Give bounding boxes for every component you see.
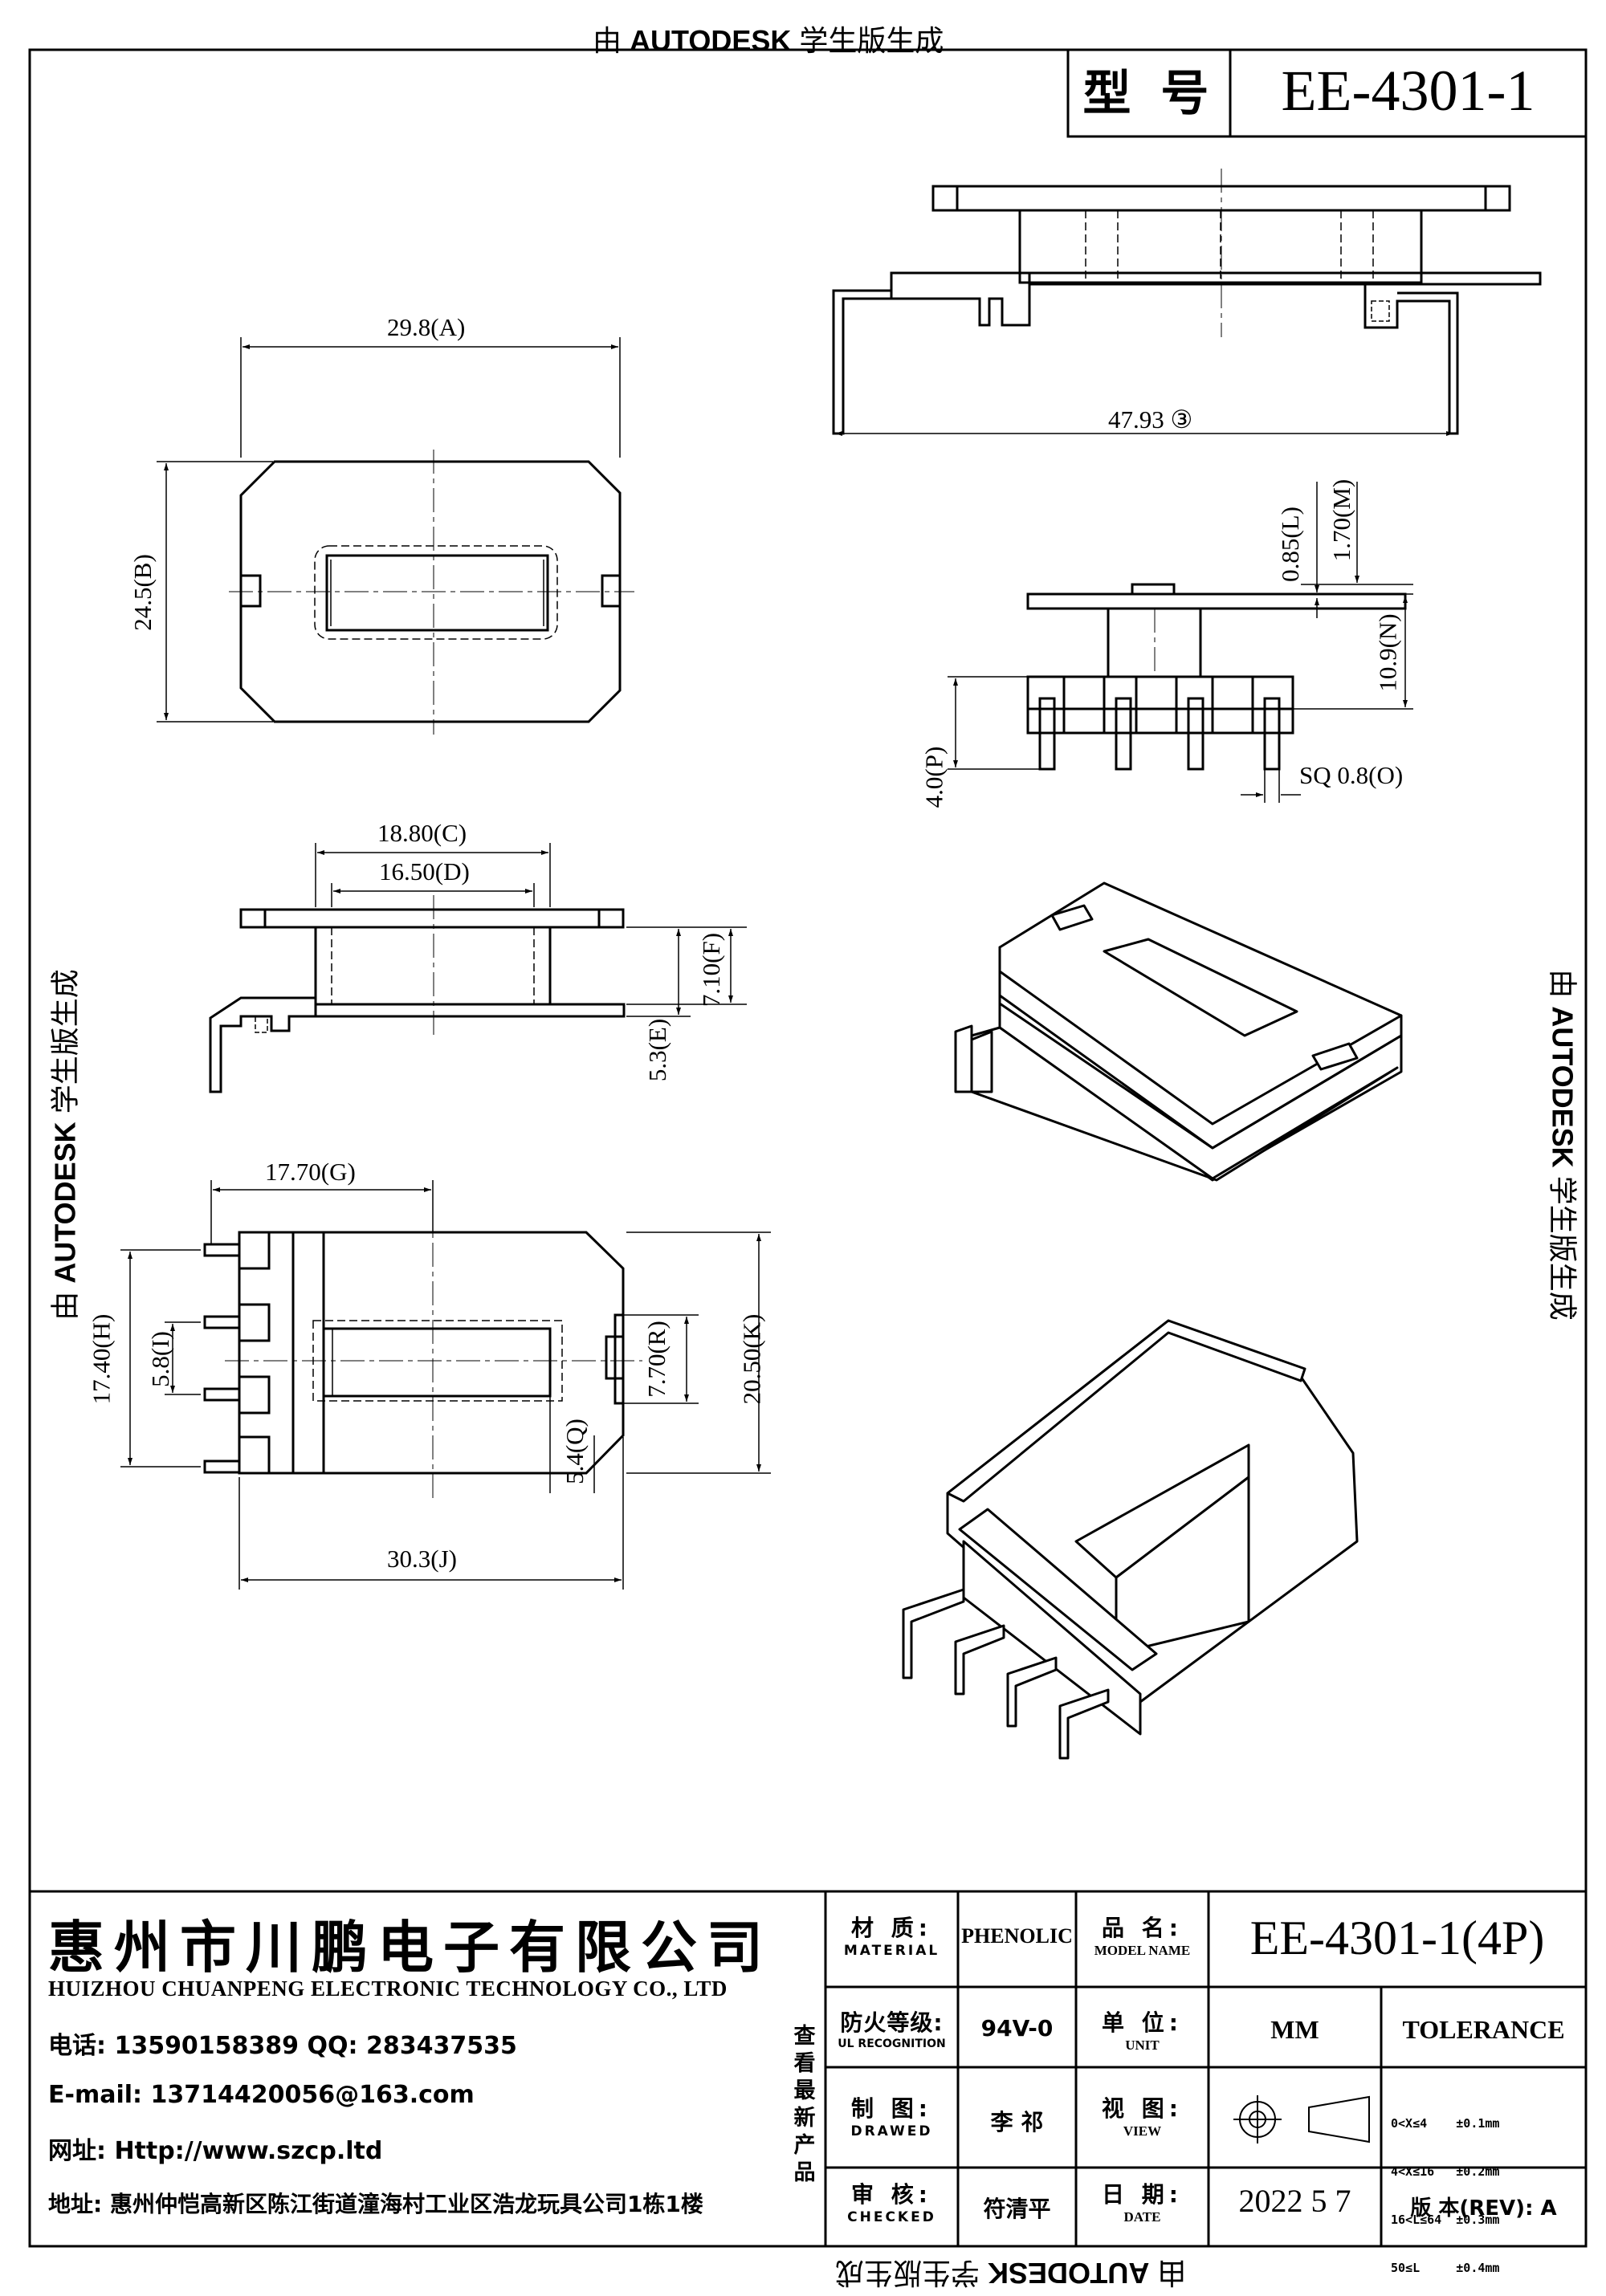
- model-name-cell: 品 名: MODEL NAME: [1094, 1915, 1191, 1958]
- model-name-value: EE-4301-1(4P): [1249, 1911, 1545, 1964]
- company-website: 网址: Http://www.szcp.ltd: [48, 2137, 383, 2165]
- drawing-frame: [28, 48, 1588, 2248]
- tolerance-table: 0<X≤4 ±0.1mm 4<X≤16 ±0.2mm 16<L≤64 ±0.3m…: [1391, 2116, 1500, 2275]
- dim-e-label: 5.3(E): [643, 1018, 672, 1082]
- dim-e-f: [626, 926, 747, 1017]
- dim-l-label: 0.85(L): [1275, 507, 1304, 582]
- bottom-view: [203, 1204, 642, 1501]
- material-cell: 材 质: MATERIAL: [843, 1915, 940, 1959]
- dim-m-label: 1.70(M): [1327, 478, 1356, 562]
- dim-p-label: 4.0(P): [919, 746, 948, 808]
- dim-r-label: 7.70(R): [642, 1321, 671, 1398]
- dim-f-label: 7.10(F): [697, 932, 726, 1008]
- top-view: [229, 450, 634, 735]
- checked-value: 符清平: [983, 2196, 1051, 2222]
- dim-g-j-h-i-k: [120, 1180, 771, 1590]
- date-cell: 日 期: DATE: [1102, 2181, 1183, 2225]
- model-value: EE-4301-1: [1281, 59, 1535, 123]
- dim-i-label: 5.8(I): [145, 1331, 174, 1387]
- view-cell: 视 图: VIEW: [1102, 2095, 1183, 2139]
- side-view: [209, 895, 626, 1093]
- material-value: PHENOLIC: [961, 1924, 1073, 1948]
- model-header-box: [1066, 48, 1588, 138]
- fire-rating-value: 94V-0: [980, 2015, 1054, 2042]
- projection-symbol: [1233, 2095, 1370, 2143]
- dim-c-d: [315, 843, 551, 907]
- dim-j-label: 30.3(J): [387, 1545, 457, 1573]
- drawn-value: 李 祁: [990, 2109, 1044, 2135]
- iso-view-1: [954, 881, 1403, 1182]
- iso-view-2: [902, 1319, 1359, 1760]
- company-address: 地址: 惠州仲恺高新区陈江街道潼海村工业区浩龙玩具公司1栋1楼: [48, 2191, 703, 2217]
- checked-cell: 审 核: CHECKED: [847, 2181, 936, 2225]
- model-label: 型 号: [1082, 66, 1216, 122]
- fire-rating-cell: 防火等级: UL RECOGNITION: [838, 2009, 946, 2050]
- dim-l-m-n-o-p: [948, 482, 1413, 803]
- dim-c-label: 18.80(C): [377, 819, 467, 847]
- dim-a-label: 29.8(A): [387, 313, 466, 341]
- dim-o-label: SQ 0.8(O): [1299, 761, 1404, 789]
- tolerance-heading: TOLERANCE: [1402, 2015, 1565, 2044]
- revision: 版 本(REV): A: [1410, 2196, 1557, 2221]
- dim-overall-label: 47.93 ③: [1108, 405, 1193, 434]
- dim-n-label: 10.9(N): [1373, 613, 1402, 692]
- company-name-en: HUIZHOU CHUANPENG ELECTRONIC TECHNOLOGY …: [48, 1976, 728, 2001]
- dim-g-label: 17.70(G): [265, 1158, 356, 1186]
- dim-b: [157, 461, 273, 723]
- side-note: 查 看 最 新 产 品: [793, 2024, 816, 2185]
- front-view: [832, 169, 1542, 435]
- dim-d-label: 16.50(D): [379, 857, 470, 885]
- dim-b-label: 24.5(B): [128, 554, 157, 631]
- side-elevation: [1026, 583, 1407, 771]
- drawn-cell: 制 图: DRAWED: [850, 2095, 933, 2139]
- company-name-cn: 惠州市川鹏电子有限公司: [48, 1914, 772, 1981]
- dim-q-label: 5.4(Q): [560, 1419, 589, 1484]
- company-phone: 电话: 13590158389 QQ: 283437535: [48, 2032, 517, 2060]
- dim-a: [240, 337, 621, 458]
- dim-overall: [835, 431, 1453, 436]
- dim-h-label: 17.40(H): [87, 1313, 116, 1405]
- watermark-top: 由 AUTODESK 学生版生成: [593, 24, 944, 57]
- date-value: 2022 5 7: [1238, 2183, 1351, 2219]
- unit-cell: 单 位: UNIT: [1102, 2009, 1183, 2053]
- company-email: E-mail: 13714420056@163.com: [48, 2081, 475, 2109]
- dim-k-label: 20.50(K): [737, 1313, 766, 1405]
- unit-value: MM: [1270, 2015, 1319, 2044]
